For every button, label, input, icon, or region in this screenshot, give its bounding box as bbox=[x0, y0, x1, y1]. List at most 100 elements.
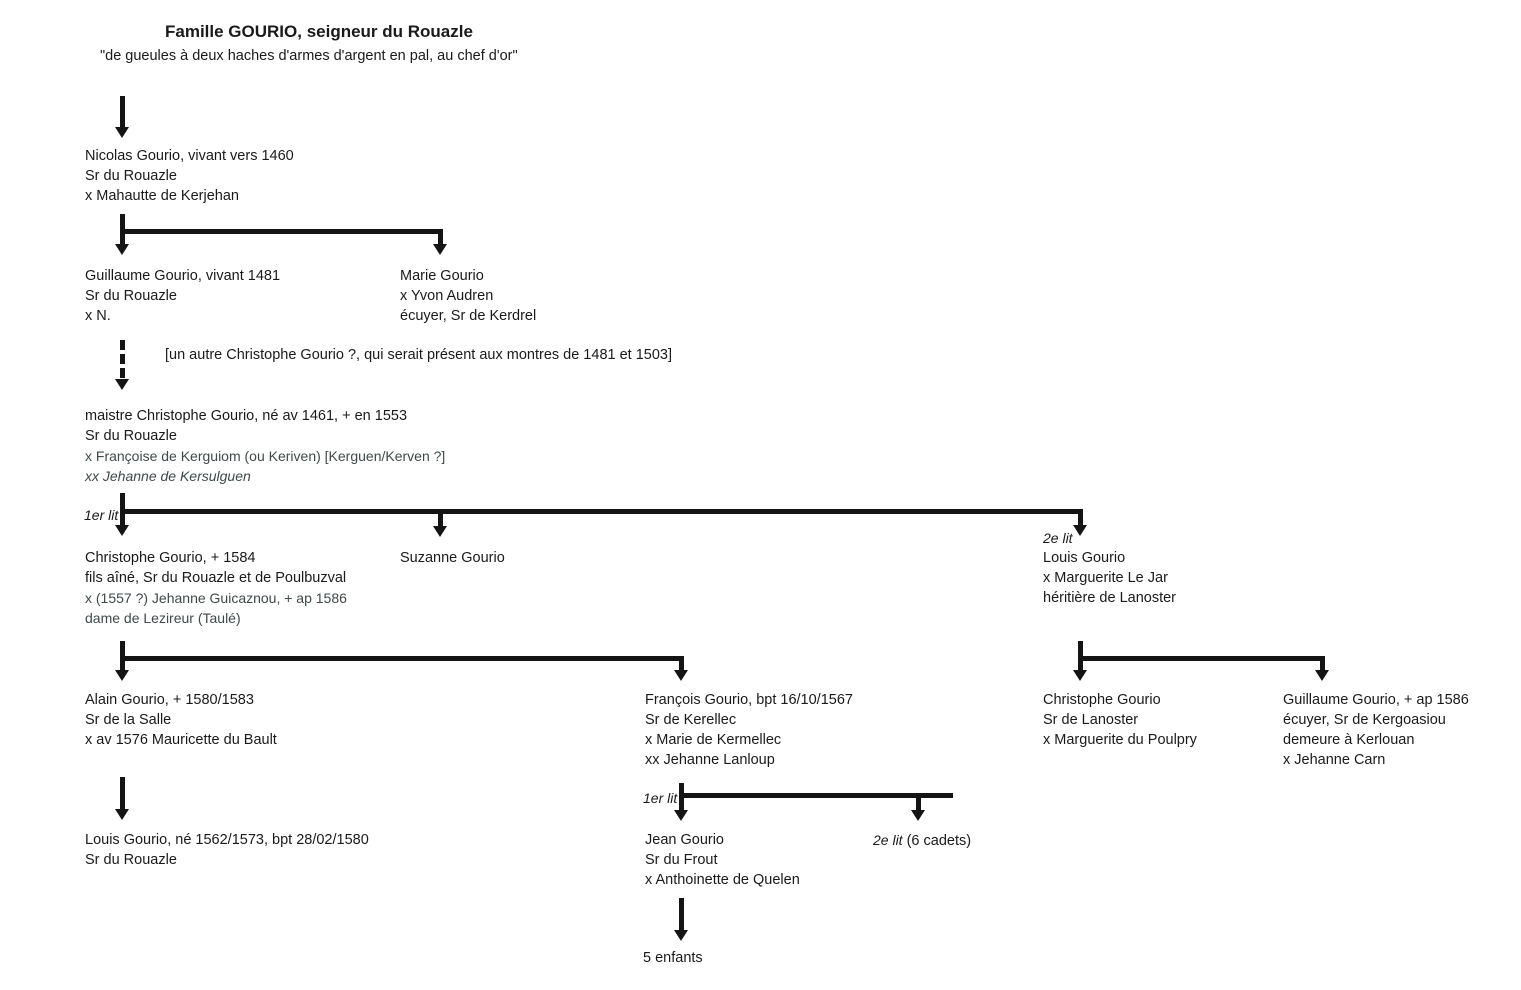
person-line: Louis Gourio, né 1562/1573, bpt 28/02/15… bbox=[85, 832, 369, 848]
person-line: Alain Gourio, + 1580/1583 bbox=[85, 692, 254, 708]
arrowhead-icon bbox=[1315, 670, 1329, 681]
connector-line bbox=[438, 229, 443, 244]
person-line: demeure à Kerlouan bbox=[1283, 732, 1415, 748]
person-line: Christophe Gourio, + 1584 bbox=[85, 550, 256, 566]
connector-line bbox=[438, 514, 443, 526]
person-suzanne: Suzanne Gourio bbox=[400, 548, 505, 568]
arrowhead-icon bbox=[1073, 525, 1087, 536]
arrowhead-icon bbox=[115, 525, 129, 536]
connector-line bbox=[120, 96, 125, 127]
person-marie: Marie Gourio x Yvon Audren écuyer, Sr de… bbox=[400, 266, 536, 326]
connector-line bbox=[120, 641, 125, 661]
person-line: x (1557 ?) Jehanne Guicaznou, + ap 1586 bbox=[85, 590, 347, 606]
arrowhead-icon bbox=[115, 379, 129, 390]
person-line: Sr du Rouazle bbox=[85, 428, 177, 444]
connector-line bbox=[1078, 656, 1083, 670]
connector-line bbox=[120, 656, 125, 670]
person-line: x Françoise de Kerguiom (ou Keriven) [Ke… bbox=[85, 448, 446, 464]
uncertainty-note: [un autre Christophe Gourio ?, qui serai… bbox=[165, 347, 673, 363]
connector-line bbox=[120, 656, 684, 661]
person-francois: François Gourio, bpt 16/10/1567 Sr de Ke… bbox=[645, 690, 853, 770]
person-line: x av 1576 Mauricette du Bault bbox=[85, 732, 277, 748]
person-nicolas: Nicolas Gourio, vivant vers 1460 Sr du R… bbox=[85, 146, 294, 206]
person-line: écuyer, Sr de Kergoasiou bbox=[1283, 712, 1446, 728]
person-christophe-lanoster: Christophe Gourio Sr de Lanoster x Margu… bbox=[1043, 690, 1197, 750]
person-christophe-maistre: maistre Christophe Gourio, né av 1461, +… bbox=[85, 406, 445, 486]
cadets-count: (6 cadets) bbox=[902, 833, 972, 849]
connector-line bbox=[120, 214, 125, 234]
arrowhead-icon bbox=[674, 670, 688, 681]
connector-line bbox=[120, 493, 125, 511]
person-line: x N. bbox=[85, 308, 111, 324]
connector-line bbox=[120, 509, 125, 525]
arrowhead-icon bbox=[433, 244, 447, 255]
person-line: Marie Gourio bbox=[400, 268, 484, 284]
arrowhead-icon bbox=[115, 127, 129, 138]
person-line: Sr du Rouazle bbox=[85, 168, 177, 184]
connector-line bbox=[679, 656, 684, 670]
children-count-label: 5 enfants bbox=[643, 950, 703, 966]
person-line: Sr de Lanoster bbox=[1043, 712, 1139, 728]
connector-line bbox=[120, 777, 125, 809]
connector-line bbox=[679, 793, 684, 810]
person-louis-rouazle: Louis Gourio, né 1562/1573, bpt 28/02/15… bbox=[85, 830, 369, 870]
connector-line bbox=[916, 798, 921, 810]
person-line: xx Jehanne Lanloup bbox=[645, 752, 775, 768]
connector-line bbox=[120, 229, 125, 244]
person-line: écuyer, Sr de Kerdrel bbox=[400, 308, 537, 324]
blazon-subtitle: "de gueules à deux haches d'armes d'arge… bbox=[100, 48, 518, 64]
person-line: Suzanne Gourio bbox=[400, 550, 505, 566]
person-louis-lanoster: Louis Gourio x Marguerite Le Jar héritiè… bbox=[1043, 548, 1176, 608]
person-line: François Gourio, bpt 16/10/1567 bbox=[645, 692, 853, 708]
lit-label-2e: 2e lit bbox=[1043, 530, 1073, 546]
person-line: x Yvon Audren bbox=[400, 288, 494, 304]
person-line: Sr du Frout bbox=[645, 852, 718, 868]
lit-label-1er: 1er lit bbox=[643, 790, 678, 806]
person-guillaume-1586: Guillaume Gourio, + ap 1586 écuyer, Sr d… bbox=[1283, 690, 1469, 770]
person-line: maistre Christophe Gourio, né av 1461, +… bbox=[85, 408, 408, 424]
arrowhead-icon bbox=[1073, 670, 1087, 681]
person-line: dame de Lezireur (Taulé) bbox=[85, 610, 241, 626]
person-line: Sr du Rouazle bbox=[85, 852, 177, 868]
arrowhead-icon bbox=[433, 526, 447, 537]
arrowhead-icon bbox=[115, 809, 129, 820]
person-line: x Marguerite du Poulpry bbox=[1043, 732, 1197, 748]
person-line: Sr de Kerellec bbox=[645, 712, 737, 728]
person-alain: Alain Gourio, + 1580/1583 Sr de la Salle… bbox=[85, 690, 277, 750]
lit-label-2e: 2e lit bbox=[873, 832, 903, 848]
connector-line bbox=[120, 229, 443, 234]
connector-line bbox=[1320, 656, 1325, 670]
arrowhead-icon bbox=[911, 810, 925, 821]
person-line: Guillaume Gourio, + ap 1586 bbox=[1283, 692, 1469, 708]
connector-dashed-line bbox=[120, 340, 125, 378]
person-line: Jean Gourio bbox=[645, 832, 724, 848]
lit-label-1er: 1er lit bbox=[84, 507, 119, 523]
person-line: x Jehanne Carn bbox=[1283, 752, 1386, 768]
person-line: x Anthoinette de Quelen bbox=[645, 872, 800, 888]
arrowhead-icon bbox=[674, 810, 688, 821]
person-line: Christophe Gourio bbox=[1043, 692, 1161, 708]
connector-line bbox=[679, 793, 953, 798]
person-line: x Marguerite Le Jar bbox=[1043, 570, 1168, 586]
lit-label-2e-cadets: 2e lit (6 cadets) bbox=[873, 830, 971, 850]
person-line: xx Jehanne de Kersulguen bbox=[85, 468, 251, 484]
person-line: Nicolas Gourio, vivant vers 1460 bbox=[85, 148, 294, 164]
person-line: Sr du Rouazle bbox=[85, 288, 177, 304]
person-line: x Mahautte de Kerjehan bbox=[85, 188, 239, 204]
connector-line bbox=[1078, 509, 1083, 525]
person-jean: Jean Gourio Sr du Frout x Anthoinette de… bbox=[645, 830, 800, 890]
person-line: héritière de Lanoster bbox=[1043, 590, 1176, 606]
arrowhead-icon bbox=[115, 670, 129, 681]
connector-line bbox=[120, 509, 1083, 514]
connector-line bbox=[679, 898, 684, 930]
person-christophe-1584: Christophe Gourio, + 1584 fils aîné, Sr … bbox=[85, 548, 347, 628]
person-line: Louis Gourio bbox=[1043, 550, 1126, 566]
person-line: Sr de la Salle bbox=[85, 712, 172, 728]
arrowhead-icon bbox=[674, 930, 688, 941]
connector-line bbox=[1078, 656, 1325, 661]
person-line: x Marie de Kermellec bbox=[645, 732, 782, 748]
person-guillaume-1481: Guillaume Gourio, vivant 1481 Sr du Roua… bbox=[85, 266, 280, 326]
person-line: Guillaume Gourio, vivant 1481 bbox=[85, 268, 281, 284]
connector-line bbox=[1078, 641, 1083, 661]
